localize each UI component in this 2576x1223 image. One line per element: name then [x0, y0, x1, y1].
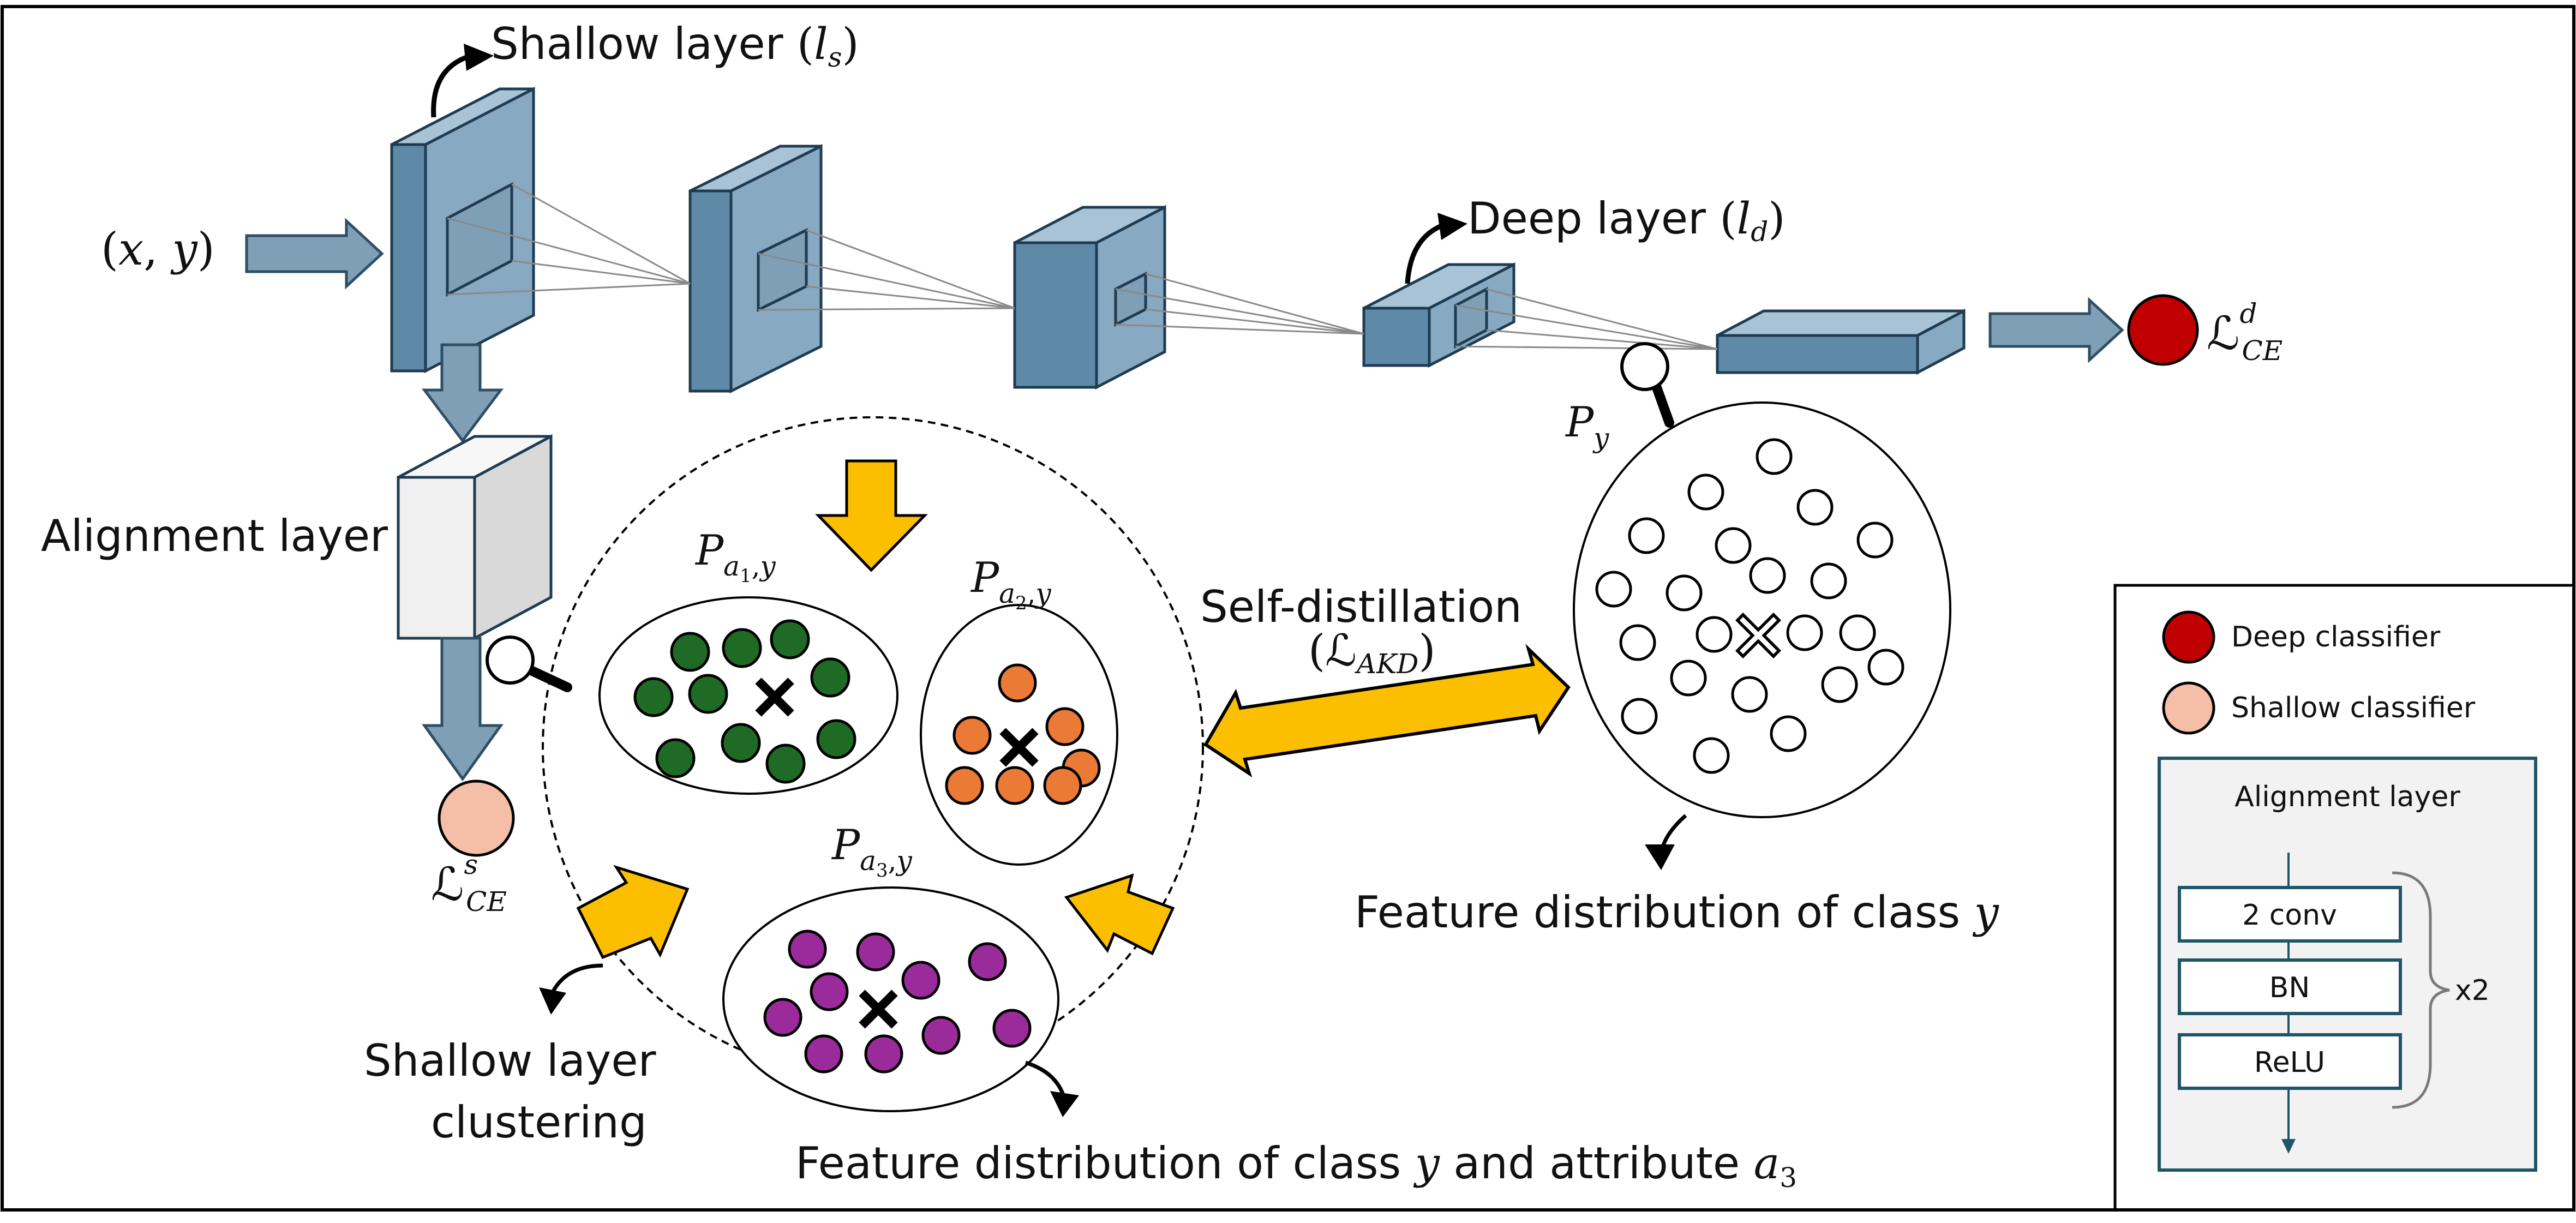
shallow-to-alignment-arrow	[421, 343, 504, 443]
output-arrow	[1988, 297, 2124, 363]
alignment-to-shallow-arrow	[422, 637, 504, 782]
shallow-clustering-pointer	[549, 963, 603, 997]
magnifier-deep-icon	[1620, 342, 1674, 428]
cnn-layer-3	[1013, 205, 1166, 390]
yellow-arrow-left	[576, 865, 690, 960]
yellow-arrow-top	[815, 459, 928, 572]
shallow-cluster-region	[542, 416, 1204, 1078]
cluster-a1-points	[633, 619, 856, 784]
attr-distribution-pointer-head	[1050, 1091, 1079, 1117]
alignment-layer-block	[397, 434, 553, 641]
attr-distribution-caption: Feature distribution of class y and attr…	[795, 1138, 1797, 1194]
legend-deep-classifier-label: Deep classifier	[2231, 621, 2441, 654]
legend-block-relu-label: ReLU	[2254, 1046, 2325, 1079]
legend-block-bn	[2178, 958, 2402, 1015]
alignment-layer-label: Alignment layer	[41, 511, 388, 561]
legend-block-conv-label: 2 conv	[2242, 899, 2337, 932]
cnn-layer-5	[1716, 308, 1966, 375]
legend-shallow-classifier-icon	[2162, 681, 2215, 735]
deep-classifier-node	[2127, 294, 2199, 366]
diagram-frame	[1, 5, 2575, 1212]
legend-repeat-brace	[2392, 871, 2450, 1109]
legend-alignment-title: Alignment layer	[2234, 781, 2460, 813]
shallow-classifier-node	[438, 780, 515, 857]
deep-cluster	[1573, 401, 1951, 818]
class-distribution-caption: Feature distribution of class y	[1355, 887, 2000, 938]
self-distillation-label: Self-distillation	[1200, 581, 1522, 632]
self-distillation-arrow[interactable]	[1203, 644, 1571, 778]
shallow-layer-pointer-head	[464, 44, 494, 71]
deep-layer-label: Deep layer (ld)	[1467, 193, 1785, 248]
legend-deep-classifier-icon	[2162, 610, 2215, 664]
self-distillation-loss: (ℒAKD)	[1308, 625, 1436, 680]
cluster-a3-points	[763, 930, 1032, 1074]
legend-block-bn-label: BN	[2269, 972, 2310, 1004]
class-distribution-pointer-head	[1645, 844, 1675, 870]
cluster-a2-points	[945, 663, 1101, 805]
cluster-a2	[920, 604, 1118, 866]
legend-block-conv	[2178, 886, 2402, 943]
deep-layer-pointer	[1405, 224, 1441, 284]
cluster-a1-label: Pa1,y	[694, 526, 776, 587]
cnn-layer-4	[1362, 262, 1515, 368]
shallow-clustering-label-line1: Shallow layer	[364, 1035, 656, 1086]
cluster-a2-label: Pa2,y	[970, 553, 1052, 614]
cnn-layer-2	[688, 143, 823, 394]
cnn-layer-1	[390, 86, 535, 374]
deep-cluster-centroid-inner	[1739, 616, 1777, 655]
shallow-layer-label: Shallow layer (ls)	[491, 19, 859, 73]
cluster-a3-label: Pa3,y	[831, 820, 913, 882]
input-label: (x, y)	[101, 224, 215, 275]
deep-cluster-points	[1595, 438, 1904, 774]
input-arrow	[245, 218, 384, 290]
cluster-a1-centroid	[755, 678, 794, 717]
yellow-arrow-right	[1064, 873, 1175, 956]
deep-cluster-label: Py	[1565, 398, 1609, 454]
shallow-layer-pointer	[431, 55, 468, 118]
legend: Deep classifier Shallow classifier Align…	[2113, 584, 2574, 1210]
shallow-clustering-pointer-head	[539, 987, 566, 1015]
legend-block-relu	[2178, 1033, 2402, 1090]
magnifier-icon	[486, 636, 572, 692]
legend-repeat-label: x2	[2455, 974, 2490, 1007]
deep-layer-pointer-head	[1437, 213, 1467, 240]
shallow-clustering-label-line2: clustering	[431, 1097, 647, 1148]
legend-shallow-classifier-label: Shallow classifier	[2231, 692, 2476, 724]
cluster-a3-centroid	[859, 990, 898, 1029]
receptive-field-lines	[447, 183, 1718, 350]
attr-distribution-pointer	[1025, 1060, 1066, 1098]
cluster-a2-centroid	[999, 728, 1039, 767]
